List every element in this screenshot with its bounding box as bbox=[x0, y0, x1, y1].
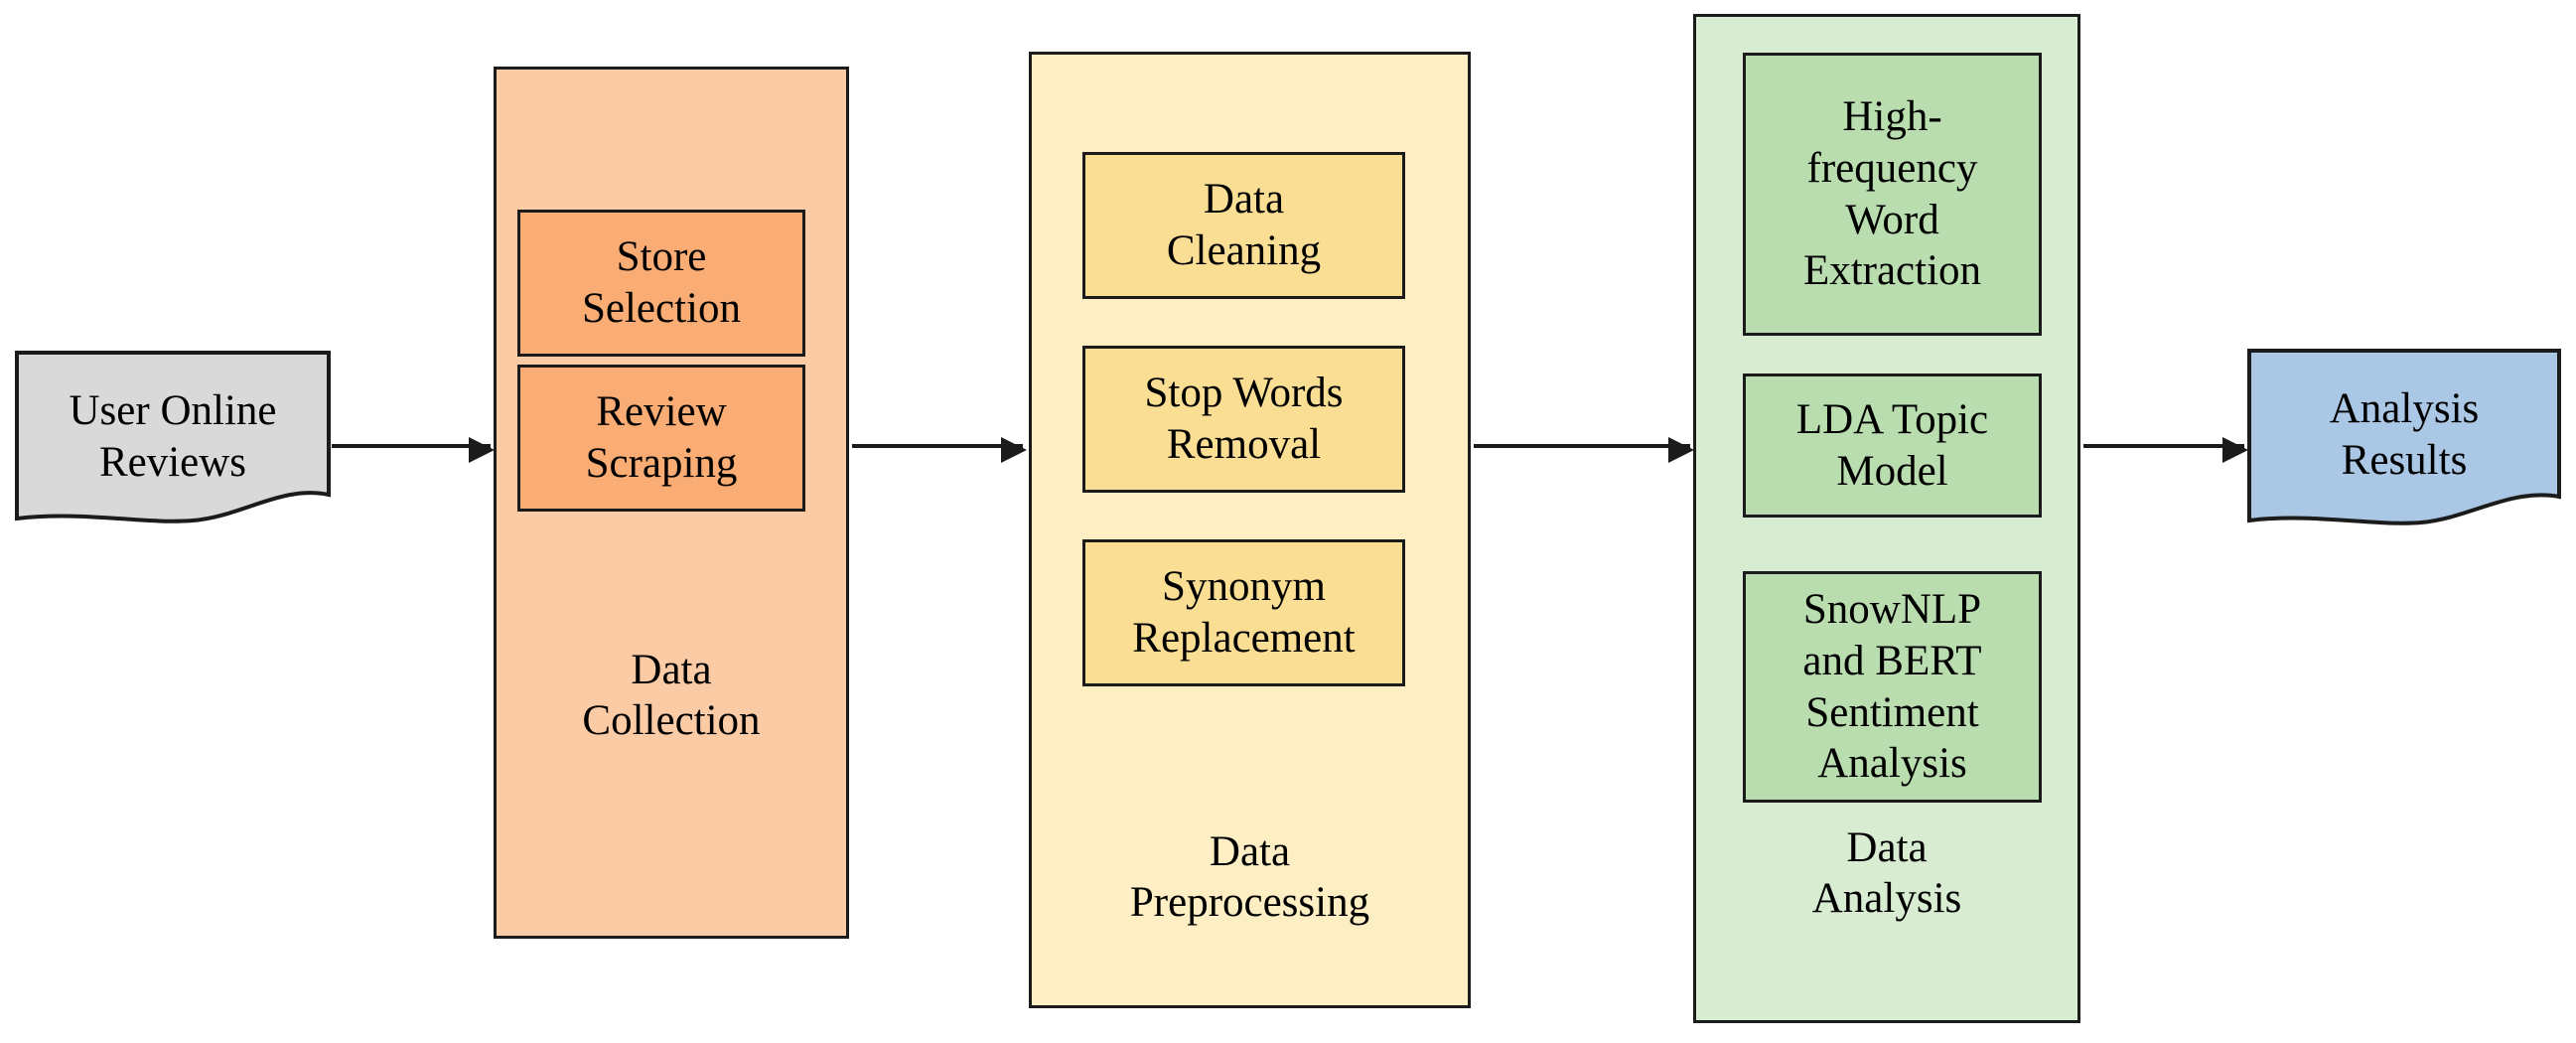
stage-data-analysis[interactable]: High- frequency Word Extraction LDA Topi… bbox=[1693, 14, 2080, 1023]
step-lda-topic-model[interactable]: LDA Topic Model bbox=[1743, 373, 2042, 518]
step-stop-words-removal[interactable]: Stop Words Removal bbox=[1082, 346, 1405, 493]
step-data-cleaning[interactable]: Data Cleaning bbox=[1082, 152, 1405, 299]
stage-data-preprocessing[interactable]: Data Cleaning Stop Words Removal Synonym… bbox=[1029, 52, 1471, 1008]
stage-data-analysis-label: Data Analysis bbox=[1811, 824, 1962, 922]
step-snownlp-bert-sentiment-analysis[interactable]: SnowNLP and BERT Sentiment Analysis bbox=[1743, 571, 2042, 803]
document-shape-icon bbox=[2247, 349, 2561, 525]
output-node[interactable]: Analysis Results bbox=[2246, 348, 2562, 532]
connector-input-to-collection bbox=[332, 437, 495, 463]
stage-data-collection[interactable]: Store Selection Review Scraping Data Col… bbox=[494, 67, 849, 939]
step-review-scraping[interactable]: Review Scraping bbox=[517, 365, 805, 512]
connector-analysis-to-output bbox=[2083, 437, 2248, 463]
document-shape-icon bbox=[15, 351, 331, 523]
connector-preprocessing-to-analysis bbox=[1474, 437, 1694, 463]
input-node[interactable]: User Online Reviews bbox=[14, 350, 332, 528]
stage-data-preprocessing-label: Data Preprocessing bbox=[1129, 828, 1370, 926]
step-high-frequency-word-extraction[interactable]: High- frequency Word Extraction bbox=[1743, 53, 2042, 336]
connector-collection-to-preprocessing bbox=[852, 437, 1027, 463]
step-synonym-replacement[interactable]: Synonym Replacement bbox=[1082, 539, 1405, 686]
step-store-selection[interactable]: Store Selection bbox=[517, 210, 805, 357]
stage-data-collection-label: Data Collection bbox=[582, 647, 761, 744]
